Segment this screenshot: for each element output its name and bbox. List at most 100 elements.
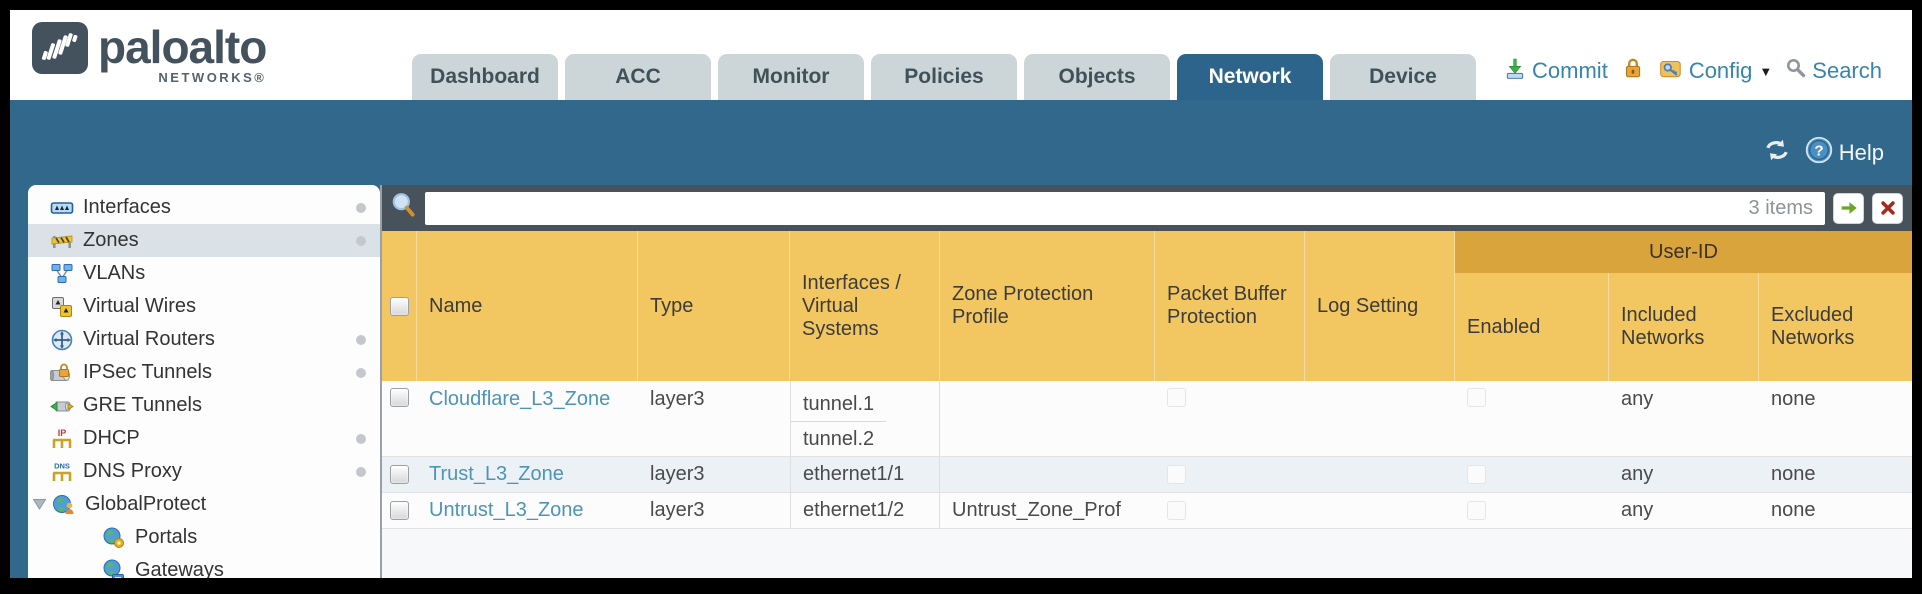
apply-filter-button[interactable] bbox=[1833, 192, 1864, 224]
sidebar-item-portals[interactable]: Portals bbox=[28, 521, 380, 554]
sidebar-item-virtual-wires[interactable]: Virtual Wires bbox=[28, 290, 380, 323]
virtual-wires-icon bbox=[50, 295, 74, 319]
masthead: paloalto NETWORKS® Dashboard ACC Monitor… bbox=[10, 10, 1912, 100]
zone-name-link[interactable]: Trust_L3_Zone bbox=[429, 463, 564, 485]
clear-filter-button[interactable] bbox=[1872, 192, 1903, 224]
tab-acc[interactable]: ACC bbox=[565, 54, 711, 100]
help-button[interactable]: ? Help bbox=[1805, 136, 1884, 170]
user-id-enabled-checkbox[interactable] bbox=[1467, 388, 1486, 407]
column-header-excluded-networks[interactable]: Excluded Networks bbox=[1771, 304, 1855, 349]
table-empty-area bbox=[382, 529, 1912, 578]
row-checkbox[interactable] bbox=[390, 465, 409, 484]
packet-buffer-checkbox[interactable] bbox=[1167, 465, 1186, 484]
main-nav-tabs: Dashboard ACC Monitor Policies Objects N… bbox=[412, 54, 1476, 100]
filter-bar: 3 items bbox=[382, 185, 1912, 231]
user-id-enabled-checkbox[interactable] bbox=[1467, 501, 1486, 520]
lock-icon[interactable] bbox=[1621, 56, 1645, 86]
sidebar-item-dns-proxy[interactable]: DNS DNS Proxy bbox=[28, 455, 380, 488]
tab-device[interactable]: Device bbox=[1330, 54, 1476, 100]
log-setting-cell bbox=[1305, 381, 1455, 456]
tab-network[interactable]: Network bbox=[1177, 54, 1323, 100]
sidebar-item-label: DNS Proxy bbox=[83, 460, 182, 482]
commit-button[interactable]: Commit bbox=[1503, 56, 1608, 86]
svg-text:DNS: DNS bbox=[54, 461, 70, 470]
commit-label: Commit bbox=[1532, 58, 1608, 83]
sidebar-item-dhcp[interactable]: IP DHCP bbox=[28, 422, 380, 455]
status-dot bbox=[356, 466, 366, 477]
caret-down-icon: ▼ bbox=[1759, 63, 1773, 79]
status-dot bbox=[356, 235, 366, 246]
item-count: 3 items bbox=[1748, 196, 1813, 219]
column-header-name[interactable]: Name bbox=[417, 231, 638, 381]
row-checkbox[interactable] bbox=[390, 501, 409, 520]
column-header-type[interactable]: Type bbox=[638, 231, 790, 381]
column-header-interfaces[interactable]: Interfaces / Virtual Systems bbox=[790, 231, 940, 381]
firewall-admin-window: paloalto NETWORKS® Dashboard ACC Monitor… bbox=[10, 10, 1912, 578]
select-all-checkbox[interactable] bbox=[389, 296, 409, 316]
tab-monitor[interactable]: Monitor bbox=[718, 54, 864, 100]
zones-panel: 3 items Name Type Interfaces / Virtual S… bbox=[382, 185, 1912, 578]
sidebar-item-gateways[interactable]: Gateways bbox=[28, 554, 380, 578]
included-networks-cell: any bbox=[1621, 388, 1654, 410]
table-row: Cloudflare_L3_Zone layer3 tunnel.1 tunne… bbox=[382, 381, 1912, 457]
refresh-icon[interactable] bbox=[1763, 138, 1791, 168]
config-menu[interactable]: Config ▼ bbox=[1658, 56, 1772, 86]
vlans-icon bbox=[50, 262, 74, 286]
filter-magnifier-icon bbox=[391, 192, 417, 225]
dns-proxy-icon: DNS bbox=[50, 460, 74, 484]
column-header-enabled[interactable]: Enabled bbox=[1455, 273, 1609, 381]
column-header-log-setting[interactable]: Log Setting bbox=[1305, 231, 1455, 381]
sidebar-item-zones[interactable]: Zones bbox=[28, 224, 380, 257]
interfaces-cell: ethernet1/1 bbox=[790, 457, 940, 492]
included-networks-cell: any bbox=[1621, 499, 1654, 521]
interface-entry: tunnel.2 bbox=[803, 427, 875, 450]
sidebar-item-label: GRE Tunnels bbox=[83, 394, 202, 416]
sidebar-item-ipsec-tunnels[interactable]: IPSec Tunnels bbox=[28, 356, 380, 389]
config-icon bbox=[1658, 56, 1684, 86]
sidebar-item-virtual-routers[interactable]: Virtual Routers bbox=[28, 323, 380, 356]
help-label: Help bbox=[1838, 140, 1884, 165]
row-checkbox[interactable] bbox=[390, 388, 409, 407]
subheader-band: ? Help bbox=[10, 100, 1912, 185]
commit-icon bbox=[1503, 56, 1527, 86]
globalprotect-icon bbox=[52, 493, 76, 517]
tab-dashboard[interactable]: Dashboard bbox=[412, 54, 558, 100]
excluded-networks-cell: none bbox=[1771, 499, 1816, 521]
column-header-packet-buffer[interactable]: Packet Buffer Protection bbox=[1155, 231, 1305, 381]
content-area: Interfaces Zones VLANs Virtua bbox=[10, 185, 1912, 578]
status-dot bbox=[356, 367, 366, 378]
logo-brand-text: paloalto bbox=[98, 21, 267, 73]
interfaces-icon bbox=[50, 196, 74, 220]
expand-arrow-icon[interactable] bbox=[32, 493, 50, 516]
column-header-included-networks[interactable]: Included Networks bbox=[1609, 273, 1759, 381]
filter-input[interactable]: 3 items bbox=[425, 191, 1825, 225]
packet-buffer-checkbox[interactable] bbox=[1167, 501, 1186, 520]
network-sidebar: Interfaces Zones VLANs Virtua bbox=[28, 185, 380, 578]
zone-name-link[interactable]: Cloudflare_L3_Zone bbox=[429, 388, 611, 410]
zones-icon bbox=[50, 229, 74, 253]
sidebar-item-interfaces[interactable]: Interfaces bbox=[28, 191, 380, 224]
sidebar-divider bbox=[380, 185, 382, 578]
sidebar-item-label: GlobalProtect bbox=[85, 493, 207, 515]
packet-buffer-checkbox[interactable] bbox=[1167, 388, 1186, 407]
column-header-zone-protection[interactable]: Zone Protection Profile bbox=[940, 231, 1155, 381]
sidebar-item-label: Portals bbox=[135, 526, 198, 548]
sidebar-item-vlans[interactable]: VLANs bbox=[28, 257, 380, 290]
table-row: Untrust_L3_Zone layer3 ethernet1/2 Untru… bbox=[382, 493, 1912, 529]
tab-objects[interactable]: Objects bbox=[1024, 54, 1170, 100]
sidebar-item-label: DHCP bbox=[83, 427, 140, 449]
svg-text:IP: IP bbox=[58, 428, 67, 438]
search-label: Search bbox=[1812, 58, 1882, 83]
zone-name-link[interactable]: Untrust_L3_Zone bbox=[429, 499, 584, 521]
user-id-enabled-checkbox[interactable] bbox=[1467, 465, 1486, 484]
svg-text:?: ? bbox=[1814, 142, 1823, 159]
status-dot bbox=[356, 202, 366, 213]
tab-policies[interactable]: Policies bbox=[871, 54, 1017, 100]
sidebar-item-label: VLANs bbox=[83, 262, 146, 284]
interfaces-cell: tunnel.1 tunnel.2 bbox=[790, 381, 940, 456]
zone-type-cell: layer3 bbox=[650, 388, 705, 410]
sidebar-item-label: Virtual Wires bbox=[83, 295, 196, 317]
sidebar-item-gre-tunnels[interactable]: GRE Tunnels bbox=[28, 389, 380, 422]
sidebar-item-globalprotect[interactable]: GlobalProtect bbox=[28, 488, 380, 521]
search-action[interactable]: Search bbox=[1785, 57, 1882, 85]
